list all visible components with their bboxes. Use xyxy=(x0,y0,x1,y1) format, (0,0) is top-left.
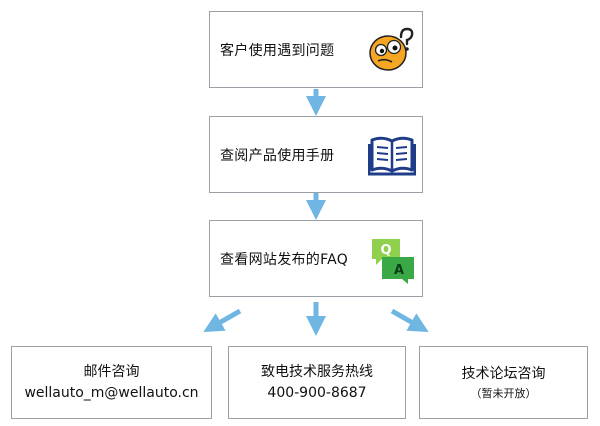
channel-hotline-number[interactable]: 400-900-8687 xyxy=(267,384,367,401)
qa-chat-icon: Q A xyxy=(370,237,416,289)
channel-email: 邮件咨询 wellauto_m@wellauto.cn xyxy=(11,346,212,419)
channel-hotline-title: 致电技术服务热线 xyxy=(261,363,373,380)
qa-icon-q: Q xyxy=(380,243,391,258)
step-label: 客户使用遇到问题 xyxy=(220,42,335,59)
arrow-step3-to-forum xyxy=(390,308,429,332)
channel-email-address[interactable]: wellauto_m@wellauto.cn xyxy=(24,384,199,401)
channel-forum-note: （暂未开放） xyxy=(470,386,537,400)
step-label: 查阅产品使用手册 xyxy=(220,147,335,164)
channel-forum: 技术论坛咨询 （暂未开放） xyxy=(419,346,588,419)
step-label: 查看网站发布的FAQ xyxy=(220,251,349,268)
channel-forum-title: 技术论坛咨询 xyxy=(461,365,546,382)
step-check-faq: 查看网站发布的FAQ Q A xyxy=(209,220,423,297)
step-read-manual: 查阅产品使用手册 xyxy=(209,116,423,193)
qa-icon-a: A xyxy=(394,263,404,278)
step-customer-problem: 客户使用遇到问题 xyxy=(209,11,423,88)
confused-face-icon xyxy=(366,25,416,79)
arrow-step3-to-email xyxy=(203,308,242,332)
open-book-icon xyxy=(367,132,417,182)
channel-hotline: 致电技术服务热线 400-900-8687 xyxy=(228,346,406,419)
channel-email-title: 邮件咨询 xyxy=(83,363,140,380)
